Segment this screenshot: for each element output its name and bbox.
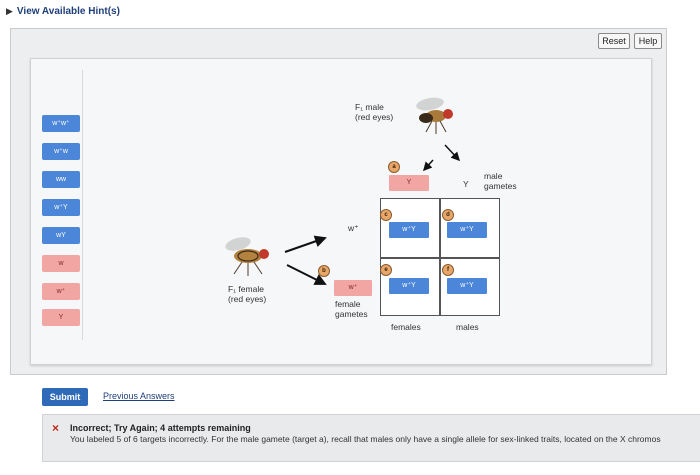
previous-answers-link[interactable]: Previous Answers [103, 391, 175, 401]
hint-label: View Available Hint(s) [16, 6, 120, 17]
female-gametes-line2: gametes [335, 309, 368, 319]
arrow-to-male-x [422, 159, 434, 172]
target-a-drop[interactable]: Y [389, 175, 429, 191]
palette-label[interactable]: ww [42, 171, 80, 188]
feedback-panel [42, 414, 700, 462]
label-palette [38, 70, 83, 340]
feedback-body: You labeled 5 of 6 targets incorrectly. … [70, 434, 661, 444]
incorrect-icon: × [52, 421, 60, 435]
diagram-canvas [30, 58, 652, 365]
males-label: males [456, 322, 479, 332]
target-b-marker: b [318, 265, 330, 277]
target-c-marker: c [380, 209, 392, 221]
palette-label[interactable]: w⁺Y [42, 199, 80, 216]
reset-button[interactable]: Reset [598, 33, 630, 49]
w-plus-label: w⁺ [348, 223, 359, 233]
male-fly-icon [416, 97, 453, 134]
palette-label[interactable]: Y [42, 309, 80, 326]
female-label-line2: (red eyes) [228, 294, 267, 304]
punnett-divider-h [381, 257, 499, 259]
male-gametes-line1: male [484, 171, 503, 181]
female-label-line1: F₁ female [228, 284, 264, 294]
arrow-to-female-wplus [284, 235, 327, 253]
palette-label[interactable]: w⁺w [42, 143, 80, 160]
help-button[interactable]: Help [634, 33, 662, 49]
punnett-square [380, 198, 500, 316]
triangle-right-icon: ▶ [6, 6, 13, 16]
target-f-marker: f [442, 264, 454, 276]
feedback-title: Incorrect; Try Again; 4 attempts remaini… [70, 423, 251, 433]
palette-label[interactable]: wY [42, 227, 80, 244]
target-f-drop[interactable]: w⁺Y [447, 278, 487, 294]
target-c-drop[interactable]: w⁺Y [389, 222, 429, 238]
male-label-line1: F₁ male [355, 102, 384, 112]
target-d-marker: d [442, 209, 454, 221]
arrow-to-male-y [444, 144, 461, 162]
target-d-drop[interactable]: w⁺Y [447, 222, 487, 238]
target-a-marker: a [388, 161, 400, 173]
view-hints-toggle[interactable]: ▶View Available Hint(s) [6, 6, 120, 17]
female-fly-icon [225, 237, 269, 276]
target-b-drop[interactable]: w⁺ [334, 280, 372, 296]
palette-label[interactable]: w⁺w⁺ [42, 115, 80, 132]
palette-label[interactable]: w [42, 255, 80, 272]
submit-button[interactable]: Submit [42, 388, 88, 406]
arrow-to-female-b [286, 264, 327, 285]
male-label-line2: (red eyes) [355, 112, 394, 122]
target-e-marker: e [380, 264, 392, 276]
male-gametes-line2: gametes [484, 181, 517, 191]
palette-label[interactable]: w⁺ [42, 283, 80, 300]
females-label: females [391, 322, 421, 332]
y-label: Y [463, 179, 469, 189]
female-gametes-line1: female [335, 299, 361, 309]
target-e-drop[interactable]: w⁺Y [389, 278, 429, 294]
